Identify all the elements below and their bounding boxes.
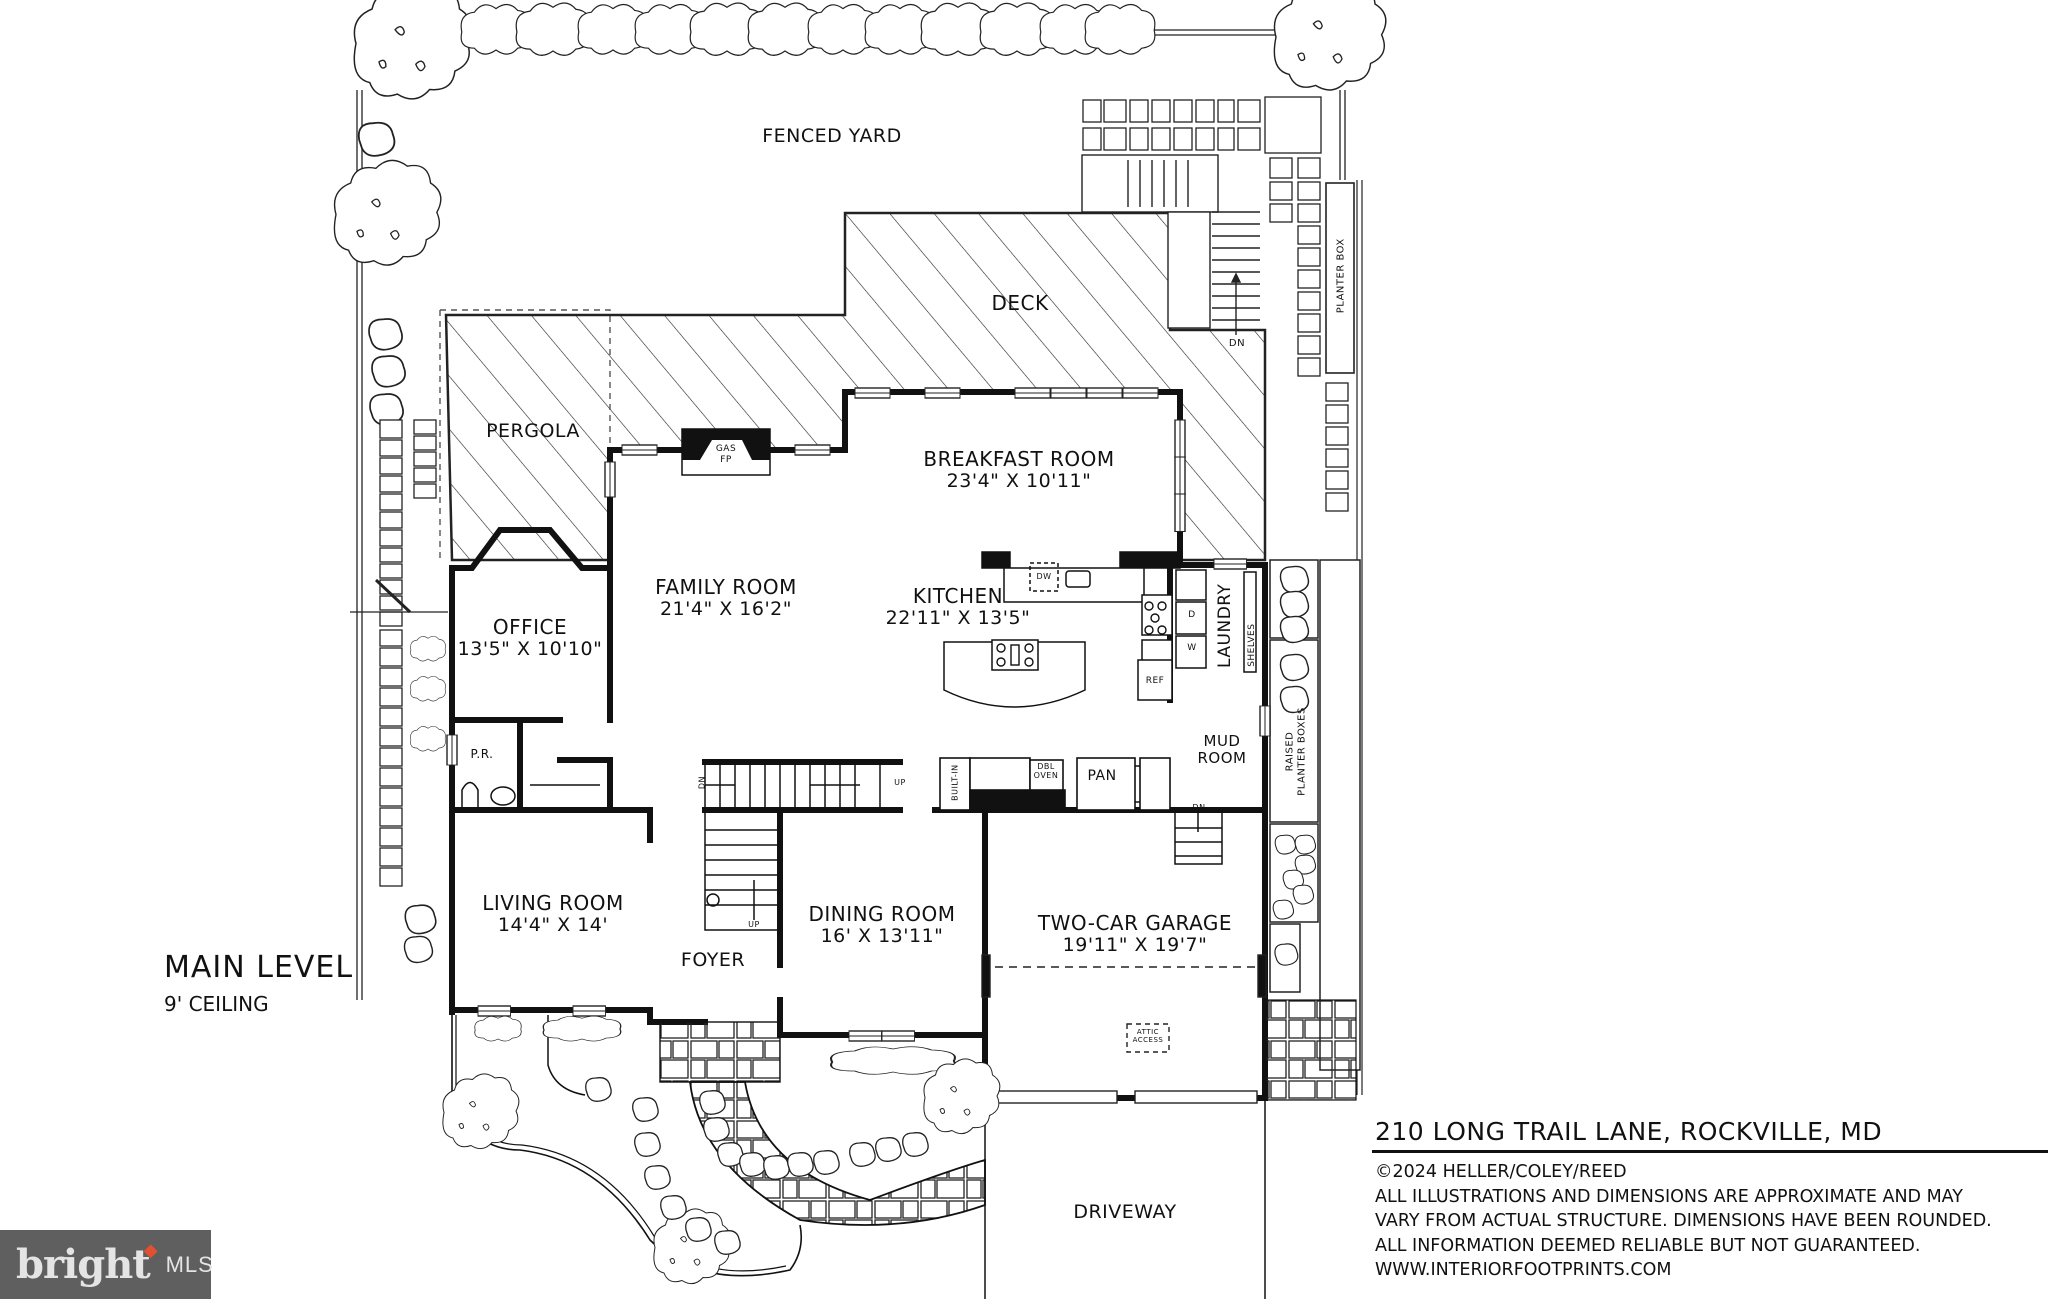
dbl-line: DBL <box>1037 762 1055 771</box>
credits-block: ©2024 HELLER/COLEY/REED ALL ILLUSTRATION… <box>1375 1160 1992 1283</box>
pantry-label: PAN <box>1087 768 1117 784</box>
ref-label: REF <box>1145 676 1165 686</box>
room-powder: P.R. <box>470 747 494 761</box>
credit-line: ALL INFORMATION DEEMED RELIABLE BUT NOT … <box>1375 1235 1921 1256</box>
mud-line-2: ROOM <box>1197 749 1247 768</box>
mud-stairs <box>1174 811 1223 865</box>
room-foyer: FOYER <box>680 949 746 971</box>
builtin-label: BUILT-IN <box>950 764 960 801</box>
breakfast-dim: 23'4" X 10'11" <box>946 470 1092 492</box>
office-name: OFFICE <box>492 615 568 639</box>
main-stairs <box>704 759 881 931</box>
room-office: OFFICE 13'5" X 10'10" <box>458 616 603 661</box>
mud-stair-dn-label: DN <box>1192 803 1206 812</box>
washer-label: W <box>1187 643 1197 653</box>
credit-line: ALL ILLUSTRATIONS AND DIMENSIONS ARE APP… <box>1375 1186 1963 1207</box>
garage-dim: 19'11" X 19'7" <box>1062 934 1208 956</box>
room-garage: TWO-CAR GARAGE 19'11" X 19'7" <box>1038 912 1232 957</box>
room-breakfast: BREAKFAST ROOM 23'4" X 10'11" <box>923 448 1114 493</box>
stair-up-label: UP <box>894 778 906 787</box>
raised-line-2: PLANTER BOXES <box>1296 707 1307 796</box>
side-gate <box>350 578 448 614</box>
bright-mls-watermark: bright ◆ MLS <box>0 1230 214 1299</box>
stair-dn-label: DN <box>697 776 707 790</box>
dbl-oven-label: DBL OVEN <box>1034 762 1059 780</box>
watermark-suffix: MLS <box>165 1251 214 1277</box>
level-title: MAIN LEVEL <box>164 950 354 985</box>
left-walkway-stones <box>379 419 437 887</box>
room-kitchen: KITCHEN 22'11" X 13'5" <box>886 585 1031 630</box>
label-raised-planter-boxes: RAISED PLANTER BOXES <box>1285 707 1308 796</box>
property-address: 210 LONG TRAIL LANE, ROCKVILLE, MD <box>1375 1117 1883 1146</box>
planter-box <box>1325 180 1363 1095</box>
room-laundry: LAUNDRY <box>1215 583 1236 668</box>
deck-stairs <box>1081 154 1260 335</box>
gas-line: GAS <box>715 444 737 454</box>
kitchen-name: KITCHEN <box>912 584 1004 608</box>
mud-line-1: MUD <box>1203 732 1241 750</box>
room-dining: DINING ROOM 16' X 13'11" <box>808 903 955 948</box>
watermark-brand: bright <box>16 1241 151 1288</box>
office-dim: 13'5" X 10'10" <box>457 638 603 660</box>
breakfast-name: BREAKFAST ROOM <box>923 447 1115 471</box>
garage-doors <box>981 954 1267 1104</box>
stair-up2-label: UP <box>748 920 760 929</box>
dining-name: DINING ROOM <box>808 902 956 926</box>
address-underline <box>1372 1150 2048 1153</box>
deck <box>439 211 1267 562</box>
dw-label: DW <box>1036 572 1052 581</box>
label-deck: DECK <box>991 291 1049 315</box>
oven-line: OVEN <box>1033 771 1059 780</box>
dining-dim: 16' X 13'11" <box>820 925 944 947</box>
powder-fixtures <box>461 781 600 808</box>
paver-grid-top <box>1082 96 1349 512</box>
label-pergola: PERGOLA <box>486 420 580 442</box>
room-mud: MUD ROOM <box>1197 732 1247 768</box>
dryer-label: D <box>1188 610 1196 620</box>
credit-line: VARY FROM ACTUAL STRUCTURE. DIMENSIONS H… <box>1375 1211 1992 1231</box>
fp-line: FP <box>720 455 732 465</box>
raised-line-1: RAISED <box>1284 731 1296 772</box>
watermark-star-icon: ◆ <box>143 1240 158 1261</box>
gas-fireplace <box>681 428 771 476</box>
attic-label: ATTIC ACCESS <box>1133 1028 1164 1044</box>
builtins <box>939 757 1171 811</box>
room-living: LIVING ROOM 14'4" X 14' <box>482 892 624 937</box>
room-family: FAMILY ROOM 21'4" X 16'2" <box>655 576 797 621</box>
label-planter-box: PLANTER BOX <box>1335 238 1347 314</box>
label-fenced-yard: FENCED YARD <box>762 125 902 147</box>
family-dim: 21'4" X 16'2" <box>659 598 793 620</box>
label-deck-stairs-dn: DN <box>1228 338 1246 349</box>
label-driveway: DRIVEWAY <box>1073 1201 1177 1223</box>
garage-name: TWO-CAR GARAGE <box>1037 911 1233 935</box>
credit-line: ©2024 HELLER/COLEY/REED <box>1375 1162 1627 1182</box>
ceiling-height: 9' CEILING <box>164 992 269 1016</box>
attic-line: ATTIC <box>1136 1028 1160 1036</box>
living-name: LIVING ROOM <box>482 891 624 915</box>
living-dim: 14'4" X 14' <box>497 914 609 936</box>
kitchen-circles <box>996 601 1167 667</box>
label-shelves: SHELVES <box>1246 623 1257 667</box>
family-name: FAMILY ROOM <box>655 575 797 599</box>
gas-fp-label: GAS FP <box>716 444 736 466</box>
kitchen-dim: 22'11" X 13'5" <box>885 607 1031 629</box>
credit-line: WWW.INTERIORFOOTPRINTS.COM <box>1375 1260 1672 1280</box>
access-line: ACCESS <box>1132 1036 1164 1044</box>
